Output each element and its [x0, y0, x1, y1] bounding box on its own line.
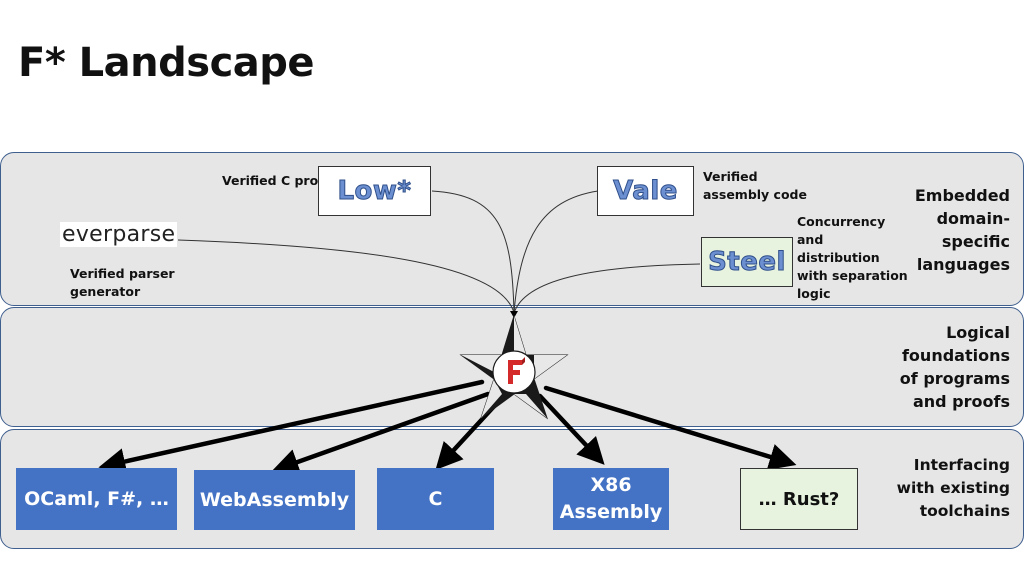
- target-x86-assembly[interactable]: X86 Assembly: [553, 468, 669, 530]
- vale-label: Vale: [613, 176, 678, 207]
- curve-low: [431, 190, 515, 314]
- curve-everparse: [177, 239, 515, 314]
- curve-vale: [513, 190, 599, 314]
- low-star-box[interactable]: Low*: [318, 166, 431, 216]
- arrow-to-rust: [543, 385, 797, 470]
- steel-label: Steel: [708, 247, 786, 278]
- page-title: F* Landscape: [18, 40, 315, 86]
- arrow-to-ocaml: [98, 379, 485, 475]
- vale-box[interactable]: Vale: [597, 166, 694, 216]
- low-star-label: Low*: [337, 176, 412, 207]
- arrow-to-x86: [537, 393, 605, 465]
- steel-note: Concurrency and distribution with separa…: [797, 214, 908, 301]
- band-label-dsls: Embedded domain-specific languages: [914, 186, 1010, 274]
- target-c[interactable]: C: [377, 468, 494, 530]
- target-rust[interactable]: … Rust?: [740, 468, 858, 530]
- everparse-logo-text: everparse: [62, 222, 176, 247]
- curve-steel: [513, 263, 701, 314]
- fstar-logo: [459, 314, 569, 420]
- target-webassembly[interactable]: WebAssembly: [194, 470, 355, 530]
- band-label-foundations: Logical foundations of programs and proo…: [899, 323, 1010, 411]
- steel-box[interactable]: Steel: [701, 237, 793, 287]
- vale-note: Verified assembly code: [703, 169, 807, 202]
- arrow-to-webassembly: [271, 391, 491, 475]
- everparse-note: Verified parser generator: [70, 266, 175, 299]
- band-label-toolchains: Interfacing with existing toolchains: [896, 456, 1010, 520]
- everparse-logo[interactable]: everparse: [60, 222, 178, 247]
- target-ocaml-fsharp[interactable]: OCaml, F#, …: [16, 468, 177, 530]
